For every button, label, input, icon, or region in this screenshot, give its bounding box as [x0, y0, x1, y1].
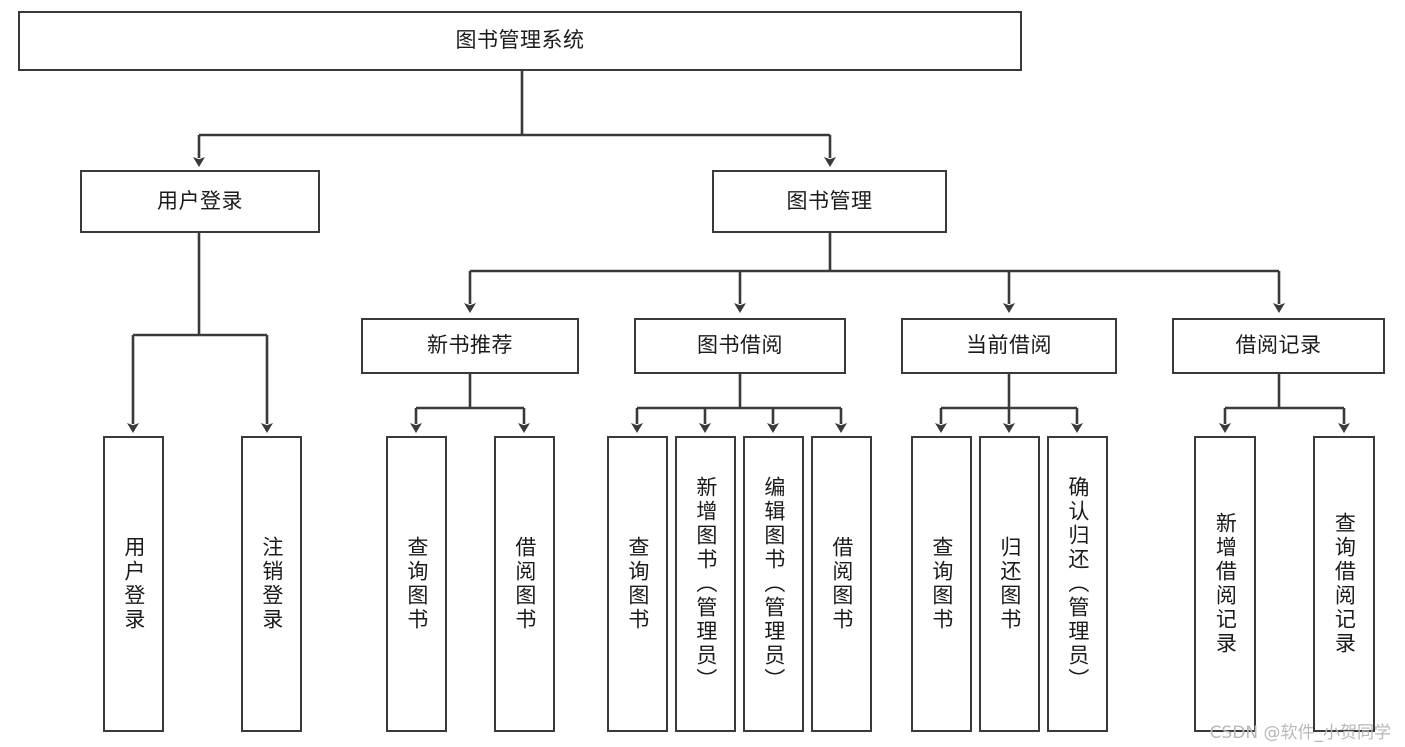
node-leaf-query-book-1-label: 查询图书 [404, 536, 429, 632]
node-leaf-query-record[interactable]: 查询借阅记录 [1313, 436, 1375, 732]
node-leaf-query-book-2-label: 查询图书 [625, 536, 650, 632]
node-user-login-label: 用户登录 [157, 188, 243, 213]
node-book-manage[interactable]: 图书管理 [712, 170, 947, 233]
node-leaf-logout-login-label: 注销登录 [259, 536, 284, 632]
node-root-label: 图书管理系统 [455, 28, 585, 53]
node-book-borrow-label: 图书借阅 [697, 333, 783, 358]
node-leaf-return-book[interactable]: 归还图书 [979, 436, 1040, 732]
node-book-manage-label: 图书管理 [786, 188, 873, 213]
csdn-watermark: CSDN @软件_小贺同学 [1209, 723, 1391, 743]
node-leaf-user-login[interactable]: 用户登录 [103, 436, 164, 732]
node-leaf-edit-book[interactable]: 编辑图书（管理员） [743, 436, 804, 732]
node-leaf-add-record-label: 新增借阅记录 [1213, 512, 1238, 656]
node-leaf-query-book-3-label: 查询图书 [929, 536, 954, 632]
node-leaf-add-book-label: 新增图书（管理员） [693, 476, 718, 692]
node-leaf-return-book-label: 归还图书 [997, 536, 1022, 632]
node-leaf-borrow-book-2-label: 借阅图书 [829, 536, 854, 632]
node-user-login[interactable]: 用户登录 [80, 170, 320, 233]
node-leaf-logout-login[interactable]: 注销登录 [241, 436, 302, 732]
node-root[interactable]: 图书管理系统 [18, 11, 1022, 71]
node-leaf-user-login-label: 用户登录 [121, 536, 146, 632]
node-borrow-record[interactable]: 借阅记录 [1172, 318, 1385, 374]
node-leaf-query-book-2[interactable]: 查询图书 [607, 436, 668, 732]
node-new-book-recommend-label: 新书推荐 [427, 333, 513, 358]
node-leaf-edit-book-label: 编辑图书（管理员） [761, 476, 786, 692]
node-leaf-query-book-1[interactable]: 查询图书 [386, 436, 447, 732]
node-leaf-add-book[interactable]: 新增图书（管理员） [675, 436, 736, 732]
node-current-borrow-label: 当前借阅 [966, 333, 1052, 358]
node-leaf-confirm-return[interactable]: 确认归还（管理员） [1047, 436, 1108, 732]
node-leaf-confirm-return-label: 确认归还（管理员） [1065, 476, 1090, 692]
node-borrow-record-label: 借阅记录 [1235, 333, 1322, 358]
node-new-book-recommend[interactable]: 新书推荐 [361, 318, 579, 374]
node-book-borrow[interactable]: 图书借阅 [634, 318, 846, 374]
node-leaf-query-record-label: 查询借阅记录 [1332, 512, 1357, 656]
node-current-borrow[interactable]: 当前借阅 [901, 318, 1117, 374]
node-leaf-query-book-3[interactable]: 查询图书 [911, 436, 972, 732]
node-leaf-borrow-book-1[interactable]: 借阅图书 [494, 436, 555, 732]
node-leaf-borrow-book-2[interactable]: 借阅图书 [811, 436, 872, 732]
node-leaf-borrow-book-1-label: 借阅图书 [512, 536, 537, 632]
node-leaf-add-record[interactable]: 新增借阅记录 [1194, 436, 1256, 732]
